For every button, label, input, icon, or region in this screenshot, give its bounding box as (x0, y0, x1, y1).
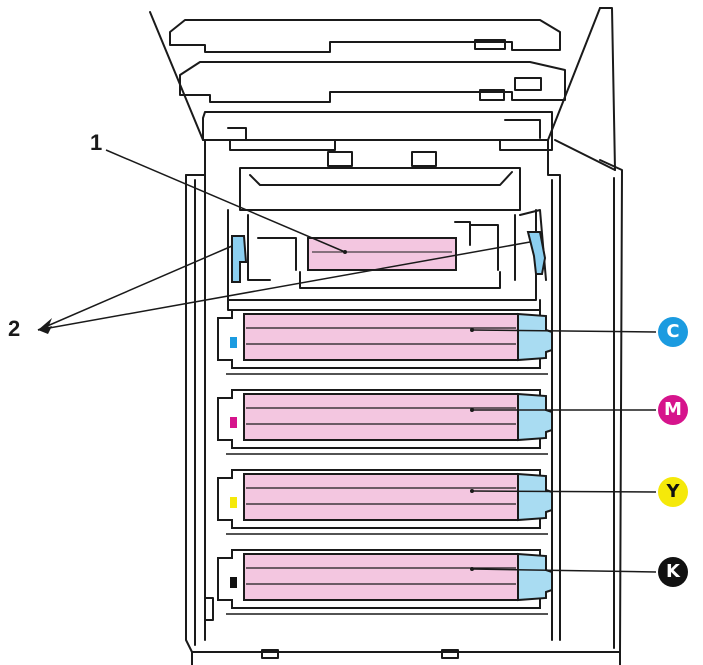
yellow-color-tab (230, 497, 237, 508)
black-toner-cap (517, 552, 553, 602)
magenta-cartridge-slot (217, 389, 553, 455)
black-image-drum (243, 553, 519, 601)
fuser-latch-left (231, 235, 248, 283)
yellow-cartridge-slot (217, 469, 553, 535)
fuser-latch-right (526, 231, 547, 275)
callout-k-leader (471, 568, 657, 573)
lid-frame-top (169, 19, 561, 53)
yellow-badge: Y (658, 477, 688, 507)
cyan-image-drum (243, 313, 519, 361)
callout-2-leader-left (37, 245, 233, 331)
yellow-badge-letter: Y (666, 481, 680, 502)
callout-c-leader (471, 329, 657, 333)
cyan-cartridge-slot (217, 309, 553, 375)
printer-body (185, 159, 623, 653)
cyan-toner-cap (517, 312, 553, 362)
black-cartridge-slot (217, 549, 553, 615)
magenta-image-drum (243, 393, 519, 441)
cyan-color-tab (230, 337, 237, 348)
black-badge-letter: K (666, 561, 680, 582)
callout-1-label: 1 (90, 130, 103, 155)
lid-frame-mid (179, 61, 566, 103)
magenta-badge-letter: M (664, 399, 682, 420)
fuser-unit (307, 237, 457, 271)
yellow-toner-cap (517, 472, 553, 522)
black-color-tab (230, 577, 237, 588)
callout-1-leader (105, 149, 346, 253)
cyan-badge: C (658, 317, 688, 347)
callout-y-leader (471, 490, 657, 493)
black-badge: K (658, 557, 688, 587)
callout-2-leader-right (37, 241, 531, 331)
magenta-badge: M (658, 395, 688, 425)
cyan-badge-letter: C (666, 321, 680, 342)
callout-2-label: 2 (8, 316, 21, 341)
magenta-color-tab (230, 417, 237, 428)
yellow-image-drum (243, 473, 519, 521)
magenta-toner-cap (517, 392, 553, 442)
lid-frame-low (202, 111, 553, 151)
